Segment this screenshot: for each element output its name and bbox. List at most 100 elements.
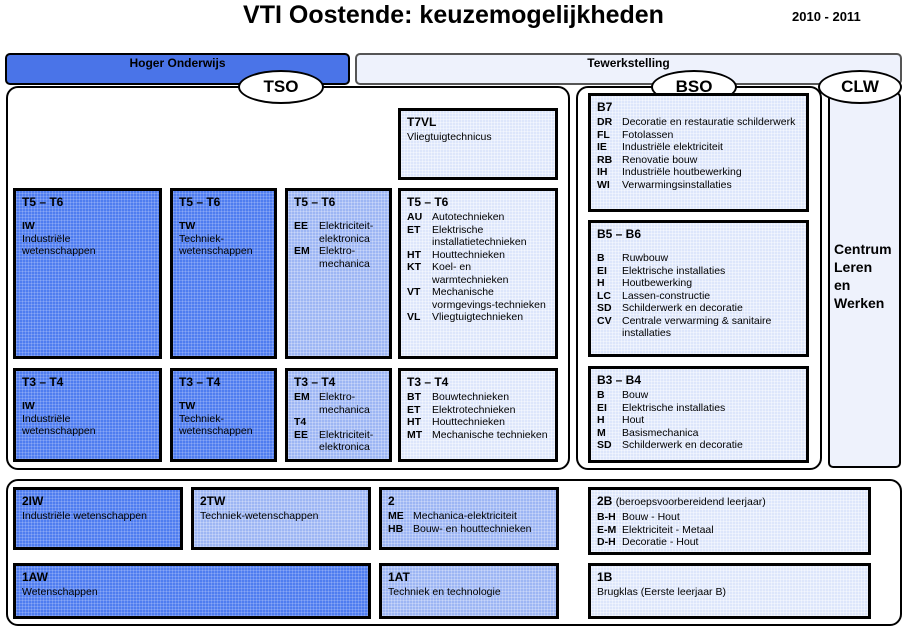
item-code: IE xyxy=(597,141,607,153)
list-item: ET Elektrische installatietechnieken xyxy=(407,224,549,249)
clw-column: Centrum Leren en Werken xyxy=(828,92,901,468)
item-desc: Schilderwerk en decoratie xyxy=(622,302,743,314)
item-code: EI xyxy=(597,401,607,414)
item-desc: Centrale verwarming & sanitaire installa… xyxy=(622,314,772,340)
item-code: RB xyxy=(597,153,613,166)
item-code: ET xyxy=(407,223,421,236)
box-text: Techniek en technologie xyxy=(388,586,501,598)
item-desc: Ruwbouw xyxy=(622,252,669,264)
list-item: T4 xyxy=(294,416,383,429)
box-heading-sub: (beroepsvoorbereidend leerjaar) xyxy=(615,496,766,508)
tso-oval: TSO xyxy=(238,70,324,104)
1b-box: 1B Brugklas (Eerste leerjaar B) xyxy=(588,563,871,619)
t56-tw-box: T5 – T6 TW Techniek-wetenschappen xyxy=(170,188,277,359)
item-desc: Hout xyxy=(622,414,645,426)
2iw-box: 2IW Industriële wetenschappen xyxy=(13,487,183,550)
item-desc: Vliegtuigtechnieken xyxy=(432,311,524,323)
box-heading: T5 – T6 xyxy=(179,195,221,209)
box-text: Techniek-wetenschappen xyxy=(179,232,253,258)
box-code: IW xyxy=(22,400,35,412)
item-code: EI xyxy=(597,264,607,277)
item-desc: Bouwtechnieken xyxy=(432,391,510,403)
list-item: ME Mechanica-elektriciteit xyxy=(388,510,550,523)
box-heading: B7 xyxy=(597,100,613,114)
item-code: EE xyxy=(294,428,309,441)
item-desc: Elektrische installaties xyxy=(622,401,726,414)
item-code: EE xyxy=(294,220,309,232)
item-code: EM xyxy=(294,245,310,257)
item-code: KT xyxy=(407,261,421,273)
item-code: SD xyxy=(597,439,612,451)
box-text: Industriële wetenschappen xyxy=(22,412,96,438)
t34-tw-box: T3 – T4 TW Techniek-wetenschappen xyxy=(170,368,277,462)
item-desc: Industriële elektriciteit xyxy=(622,141,723,153)
box-heading: T5 – T6 xyxy=(22,195,64,209)
clw-oval: CLW xyxy=(818,70,902,104)
item-code: B xyxy=(597,389,605,401)
item-code: ME xyxy=(388,510,404,522)
1aw-box: 1AW Wetenschappen xyxy=(13,563,371,619)
item-desc: Elektrische installatietechnieken xyxy=(432,223,527,249)
box-text: Techniek-wetenschappen xyxy=(200,510,319,522)
item-desc: Elektriciteit-elektronica xyxy=(319,428,374,454)
item-desc: Houttechnieken xyxy=(432,416,505,428)
item-desc: Elektro-mechanica xyxy=(319,245,370,270)
list-item: BT Bouwtechnieken xyxy=(407,391,549,404)
item-code: CV xyxy=(597,314,612,327)
list-item: IE Industriële elektriciteit xyxy=(597,141,800,154)
clw-line: en xyxy=(834,277,851,293)
item-code: MT xyxy=(407,428,423,441)
item-code: LC xyxy=(597,289,611,302)
tewerkstelling-banner: Tewerkstelling xyxy=(355,53,902,85)
box-heading-code: 2B xyxy=(597,494,613,508)
item-code: HT xyxy=(407,248,421,261)
item-code: FL xyxy=(597,128,610,141)
list-item: EI Elektrische installaties xyxy=(597,402,800,415)
box-heading: B5 – B6 xyxy=(597,227,642,241)
item-desc: Mechanica-elektriciteit xyxy=(413,510,517,522)
item-code: VT xyxy=(407,286,421,298)
list-item: SD Schilderwerk en decoratie xyxy=(597,302,800,315)
box-code: IW xyxy=(22,220,35,232)
item-desc: Bouw xyxy=(622,389,649,401)
item-code: BT xyxy=(407,391,421,403)
item-code: HT xyxy=(407,416,421,428)
box-text: Industriële wetenschappen xyxy=(22,510,147,522)
list-item: EE Elektriciteit-elektronica xyxy=(294,429,383,454)
clw-line: Centrum xyxy=(834,241,892,257)
school-year: 2010 - 2011 xyxy=(792,9,861,24)
item-code: VL xyxy=(407,311,421,323)
item-desc: Bouw - Hout xyxy=(622,511,680,523)
item-code: SD xyxy=(597,302,612,314)
item-code: DR xyxy=(597,116,613,128)
box-heading: 1AT xyxy=(388,570,410,584)
box-code: TW xyxy=(179,400,196,412)
box-heading: 2 xyxy=(388,494,395,508)
item-code: E-M xyxy=(597,523,617,536)
item-desc: Decoratie - Hout xyxy=(622,536,699,548)
